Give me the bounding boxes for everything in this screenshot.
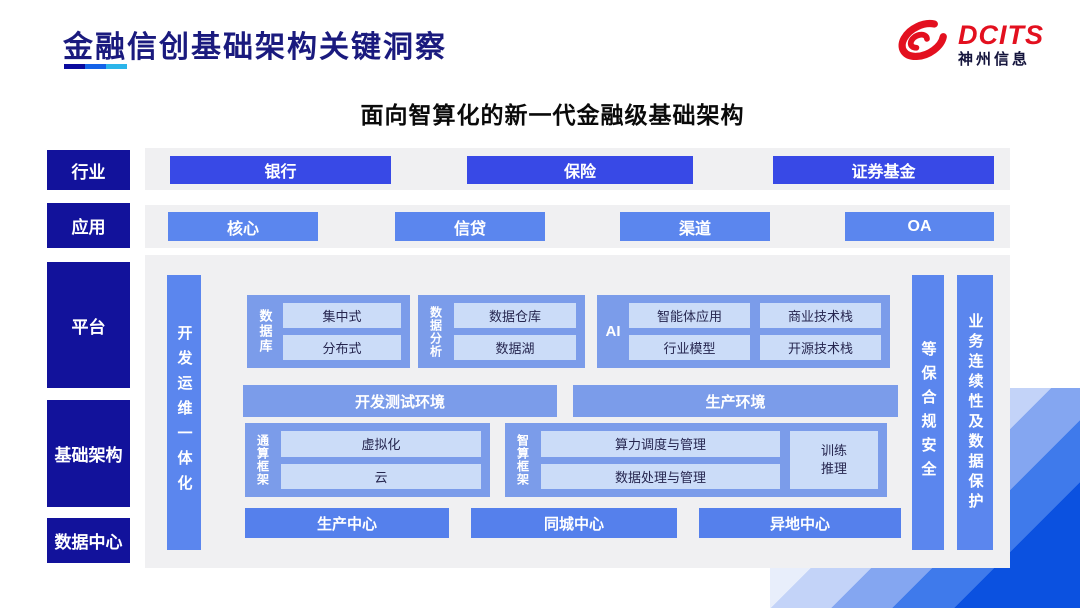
dcits-logo: DCITS 神州信息 [891,16,1044,73]
row-label-industry: 行业 [47,150,130,190]
analytics-item-lake: 数据湖 [454,335,576,360]
intelligent-framework-label: 智算框架 [515,434,530,486]
industry-item-bank: 银行 [170,156,391,184]
database-item-centralized: 集中式 [283,303,401,328]
intelligent-compute-framework-group: 智算框架 算力调度与管理 数据处理与管理 训练 推理 [505,423,887,497]
general-framework-label: 通算框架 [255,434,270,486]
app-item-channel: 渠道 [620,212,770,241]
diagram-title: 面向智算化的新一代金融级基础架构 [360,102,745,128]
ai-item-commercial-stack: 商业技术栈 [760,303,881,328]
ai-group: AI 智能体应用 商业技术栈 行业模型 开源技术栈 [597,295,890,368]
app-item-core: 核心 [168,212,318,241]
industry-item-insurance: 保险 [467,156,693,184]
underline-segment-cyan [106,64,127,69]
framework-item-data-processing: 数据处理与管理 [541,463,780,489]
analytics-group-label: 数据分析 [428,305,443,358]
row-label-platform: 平台 [47,262,130,388]
title-underline [64,64,127,69]
ai-item-opensource-stack: 开源技术栈 [760,335,881,360]
architecture-panel: 开发运维一体化 等保合规安全 业务连续性及数据保护 数据库 集中式 分布式 数据… [145,255,1010,568]
ai-item-agent-apps: 智能体应用 [629,303,750,328]
dev-test-environment-bar: 开发测试环境 [243,385,557,417]
security-vertical-bar: 等保合规安全 [912,275,944,550]
page-title: 金融信创基础架构关键洞察 [63,31,447,64]
row-label-infrastructure: 基础架构 [47,400,130,507]
analytics-group: 数据分析 数据仓库 数据湖 [418,295,585,368]
ai-item-industry-models: 行业模型 [629,335,750,360]
database-group-label: 数据库 [257,309,273,354]
ai-group-label: AI [605,323,621,340]
app-item-oa: OA [845,212,994,241]
continuity-vertical-bar: 业务连续性及数据保护 [957,275,993,550]
industry-item-securities: 证券基金 [773,156,994,184]
general-compute-framework-group: 通算框架 虚拟化 云 [245,423,490,497]
analytics-item-warehouse: 数据仓库 [454,303,576,328]
center-remote: 异地中心 [699,508,901,538]
devops-vertical-bar: 开发运维一体化 [167,275,201,550]
app-item-credit: 信贷 [395,212,545,241]
logo-company-text: 神州信息 [958,51,1031,69]
production-environment-bar: 生产环境 [573,385,898,417]
framework-item-compute-scheduling: 算力调度与管理 [541,431,780,457]
framework-item-cloud: 云 [281,463,481,489]
row-label-application: 应用 [47,203,130,248]
framework-item-training-inference: 训练 推理 [790,431,878,489]
center-production: 生产中心 [245,508,449,538]
logo-brand-text: DCITS [958,19,1044,50]
database-group: 数据库 集中式 分布式 [247,295,410,368]
underline-segment-blue [85,64,106,69]
underline-segment-dark [64,64,85,69]
dcits-swirl-icon [891,16,951,73]
row-label-datacenter: 数据中心 [47,518,130,563]
database-item-distributed: 分布式 [283,335,401,360]
framework-item-virtualization: 虚拟化 [281,431,481,457]
center-same-city: 同城中心 [471,508,677,538]
